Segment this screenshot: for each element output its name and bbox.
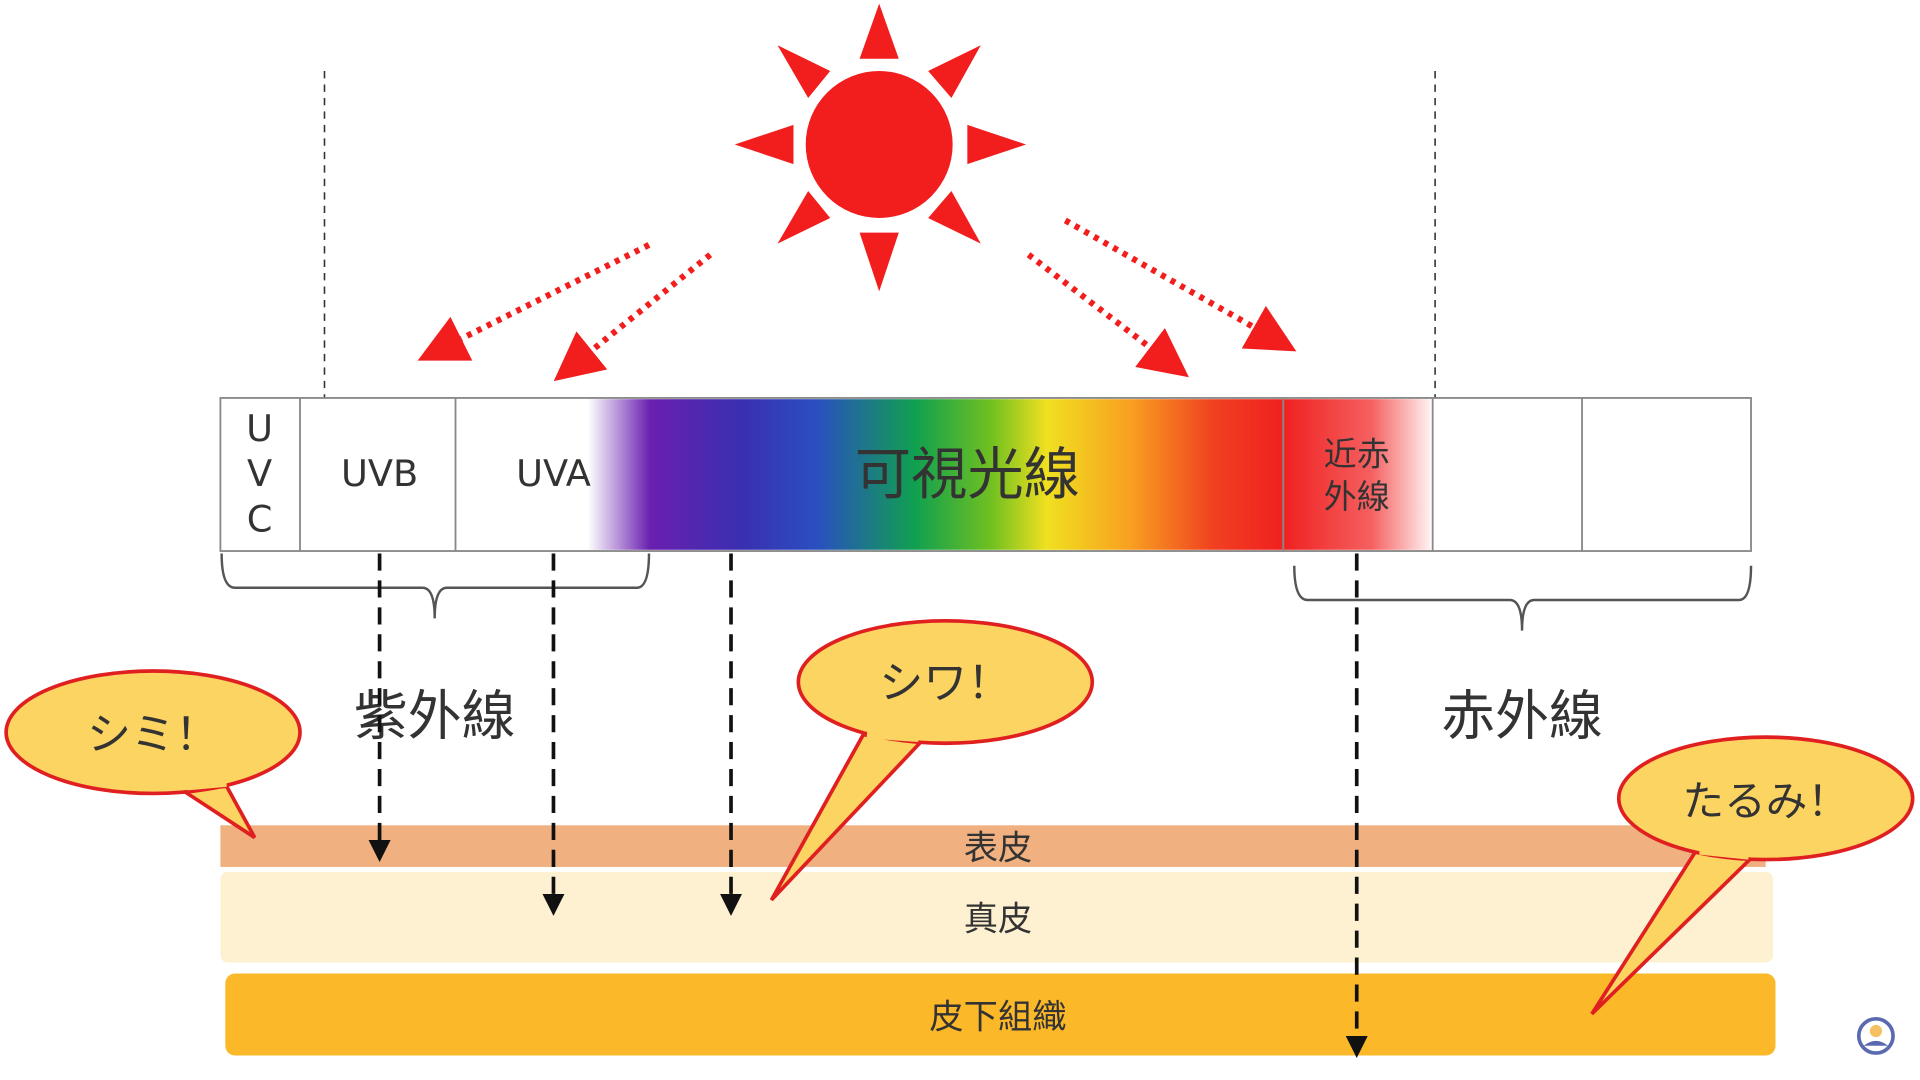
- subcutaneous-label: 皮下組織: [929, 998, 1066, 1038]
- spectrum-bar: [219, 397, 1752, 552]
- ultraviolet-brace: [220, 553, 651, 619]
- channel-logo-icon: [1856, 1016, 1895, 1055]
- penetration-arrows: [368, 553, 1368, 1058]
- visible-light-label: 可視光線: [855, 442, 1080, 507]
- near-ir-label-1: 近赤: [1324, 434, 1390, 473]
- callout-spots: シミ！: [4, 669, 302, 840]
- callout-sagging: たるみ！: [1590, 735, 1915, 1016]
- infrared-brace: [1293, 565, 1753, 631]
- sun-icon: [734, 3, 1027, 292]
- uvc-label-c: C: [247, 497, 273, 540]
- callout-wrinkles-text: シワ！: [879, 658, 1011, 709]
- infrared-label: 赤外線: [1441, 685, 1603, 748]
- dermis-layer: [220, 871, 1774, 963]
- dermis-label: 真皮: [964, 900, 1033, 940]
- uva-label: UVA: [516, 452, 591, 495]
- epidermis-label: 表皮: [964, 829, 1033, 869]
- epidermis-layer: [220, 825, 1766, 867]
- uvc-label-v: V: [247, 452, 272, 495]
- callout-spots-text: シミ！: [87, 709, 219, 760]
- callout-sagging-text: たるみ！: [1682, 777, 1849, 826]
- callout-wrinkles: シワ！: [769, 618, 1095, 902]
- light-ray-arrows: [417, 217, 1297, 382]
- subcutaneous-layer: [225, 973, 1776, 1056]
- uvc-label-u: U: [246, 407, 273, 450]
- uvb-label: UVB: [341, 452, 418, 495]
- near-ir-label-2: 外線: [1324, 477, 1390, 516]
